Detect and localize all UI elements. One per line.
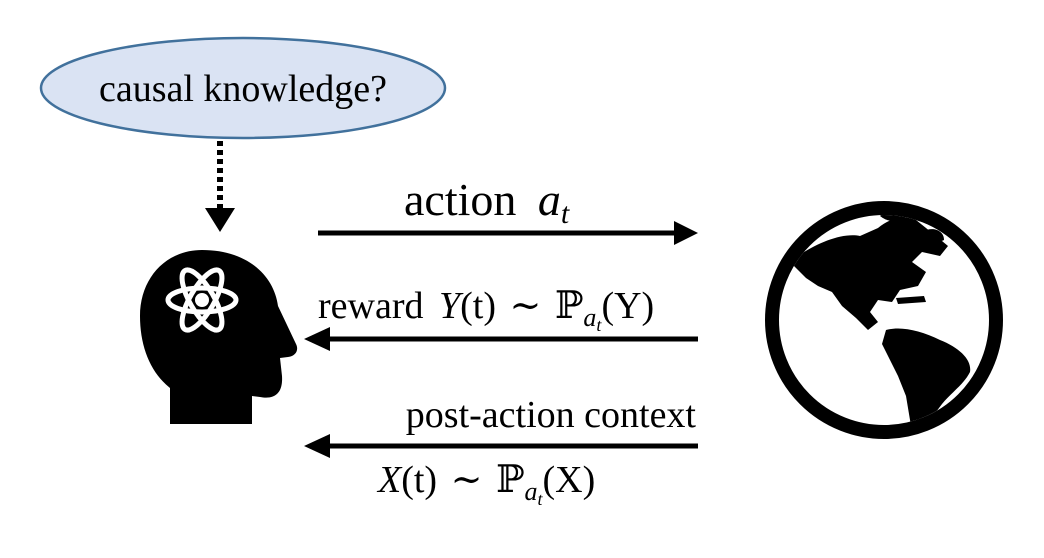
reward-label: reward Y(t) ∼ ℙat(Y) xyxy=(318,285,654,335)
context-arrow: post-action context X(t) ∼ ℙat(X) xyxy=(304,394,698,509)
action-arrow: action at xyxy=(318,174,698,245)
action-label: action at xyxy=(404,174,570,230)
dotted-arrow xyxy=(205,141,235,232)
context-label-line1: post-action context xyxy=(406,394,697,436)
causal-knowledge-bubble: causal knowledge? xyxy=(39,36,447,140)
causal-knowledge-label: causal knowledge? xyxy=(99,68,387,110)
context-label-line2: X(t) ∼ ℙat(X) xyxy=(376,459,595,509)
reward-arrow: reward Y(t) ∼ ℙat(Y) xyxy=(304,285,698,351)
bubble-ellipse xyxy=(39,36,447,140)
globe-icon xyxy=(765,201,1003,439)
head-with-atom-icon xyxy=(140,250,298,424)
